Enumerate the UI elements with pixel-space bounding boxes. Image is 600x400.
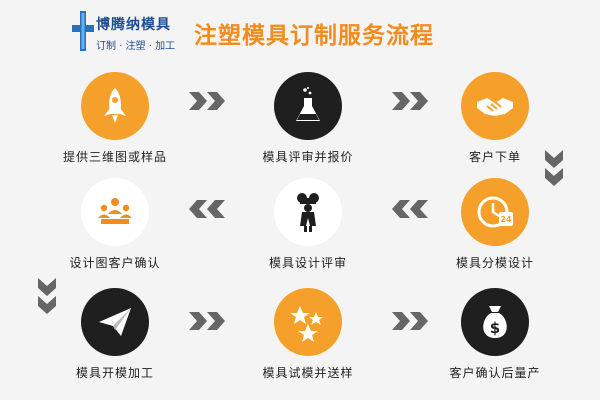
arrow-right-icon: [392, 312, 428, 330]
step-8: 模具试模并送样: [223, 288, 393, 381]
step-6: 24 模具分模设计: [410, 178, 580, 271]
step-6-badge: 24: [461, 178, 529, 246]
step-5-label: 模具设计评审: [268, 256, 347, 270]
logo-tagline: 订制 · 注塑 · 加工: [96, 41, 176, 52]
step-3-label: 客户下单: [468, 150, 521, 164]
step-4: 设计图客户确认: [30, 178, 200, 271]
paper-plane-icon: [99, 308, 131, 336]
step-1-label: 提供三维图或样品: [62, 150, 167, 164]
flask-icon: [296, 87, 320, 121]
step-3: 客户下单: [410, 72, 580, 165]
stars-icon: [290, 306, 323, 342]
svg-text:24: 24: [500, 215, 512, 224]
step-7-badge: [81, 288, 149, 356]
step-1-badge: [81, 72, 149, 140]
arrow-down-icon: [545, 150, 563, 186]
step-9-badge: $: [461, 288, 529, 356]
arrow-right-icon: [189, 312, 225, 330]
clock-24-icon: 24: [477, 196, 513, 228]
arrow-down-icon: [38, 278, 56, 314]
step-9: $ 客户确认后量产: [410, 288, 580, 381]
header: 博腾纳模具 订制 · 注塑 · 加工 注塑模具订制服务流程: [0, 0, 600, 62]
rocket-icon: [104, 88, 126, 123]
step-6-label: 模具分模设计: [455, 256, 534, 270]
step-2-badge: [274, 72, 342, 140]
binoculars-person-icon: [297, 193, 319, 232]
money-bag-icon: $: [483, 306, 507, 338]
step-5: 模具设计评审: [223, 178, 393, 271]
logo-mark-icon: [72, 11, 94, 51]
logo-name: 博腾纳模具: [96, 17, 171, 33]
svg-text:$: $: [490, 319, 500, 337]
step-7-label: 模具开模加工: [75, 366, 154, 380]
step-5-badge: [274, 178, 342, 246]
step-7: 模具开模加工: [30, 288, 200, 381]
page-title: 注塑模具订制服务流程: [194, 23, 434, 49]
arrow-right-icon: [392, 92, 428, 110]
step-8-badge: [274, 288, 342, 356]
arrow-left-icon: [392, 200, 428, 218]
step-2-label: 模具评审并报价: [262, 150, 354, 164]
step-3-badge: [461, 72, 529, 140]
step-4-label: 设计图客户确认: [69, 256, 161, 270]
arrow-right-icon: [189, 92, 225, 110]
handshake-icon: [477, 98, 513, 116]
step-2: 模具评审并报价: [223, 72, 393, 165]
step-4-badge: [81, 178, 149, 246]
step-8-label: 模具试模并送样: [262, 366, 354, 380]
arrow-left-icon: [189, 200, 225, 218]
team-meeting-icon: [98, 198, 132, 224]
step-9-label: 客户确认后量产: [449, 366, 541, 380]
step-1: 提供三维图或样品: [30, 72, 200, 165]
logo: 博腾纳模具 订制 · 注塑 · 加工: [72, 8, 192, 58]
